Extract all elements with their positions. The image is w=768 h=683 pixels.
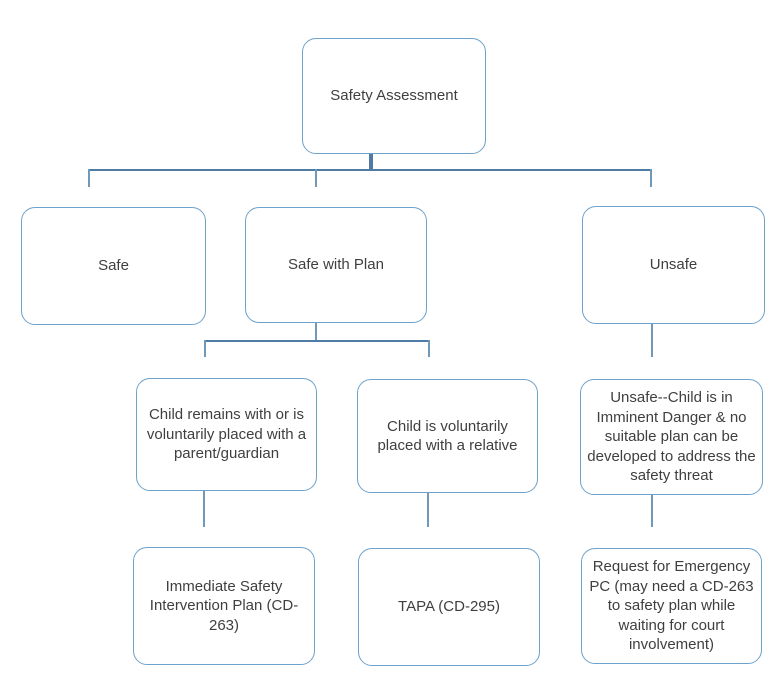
connector-stub-safe-with-plan — [315, 169, 317, 187]
node-child-remains-with-parent: Child remains with or is voluntarily pla… — [136, 378, 317, 491]
connector-root-drop — [369, 153, 373, 171]
node-child-placed-with-relative: Child is voluntarily placed with a relat… — [357, 379, 538, 493]
node-unsafe-imminent-label: Unsafe--Child is in Imminent Danger & no… — [587, 389, 756, 485]
node-child-remains-label: Child remains with or is voluntarily pla… — [146, 406, 307, 463]
connector-level2-horizontal — [204, 340, 430, 342]
node-unsafe-label: Unsafe — [649, 256, 698, 274]
node-safe-with-plan: Safe with Plan — [245, 207, 427, 323]
node-immediate-safety-intervention-plan: Immediate Safety Intervention Plan (CD-2… — [133, 547, 315, 665]
node-safe-label: Safe — [98, 257, 129, 275]
connector-stub-child-remains — [204, 340, 206, 357]
connector-level1-horizontal — [88, 169, 652, 171]
node-safe: Safe — [21, 207, 206, 325]
connector-child-remains-to-plan — [203, 490, 205, 527]
node-safe-with-plan-label: Safe with Plan — [288, 256, 384, 274]
node-unsafe-imminent-danger: Unsafe--Child is in Imminent Danger & no… — [580, 379, 763, 495]
connector-stub-safe — [88, 169, 90, 187]
connector-safe-with-plan-drop — [315, 322, 317, 341]
node-child-relative-label: Child is voluntarily placed with a relat… — [377, 417, 518, 455]
node-safety-assessment: Safety Assessment — [302, 38, 486, 154]
connector-stub-child-relative — [428, 340, 430, 357]
node-immediate-plan-label: Immediate Safety Intervention Plan (CD-2… — [149, 577, 299, 634]
connector-imminent-to-request — [651, 494, 653, 527]
node-request-pc-label: Request for Emergency PC (may need a CD-… — [589, 558, 754, 654]
connector-unsafe-to-imminent — [651, 324, 653, 357]
connector-stub-unsafe — [650, 169, 652, 187]
node-safety-assessment-label: Safety Assessment — [330, 87, 458, 105]
connector-child-relative-to-tapa — [427, 492, 429, 527]
node-tapa-cd-295: TAPA (CD-295) — [358, 548, 540, 666]
node-unsafe: Unsafe — [582, 206, 765, 324]
node-tapa-label: TAPA (CD-295) — [398, 598, 500, 616]
node-request-emergency-pc: Request for Emergency PC (may need a CD-… — [581, 548, 762, 664]
